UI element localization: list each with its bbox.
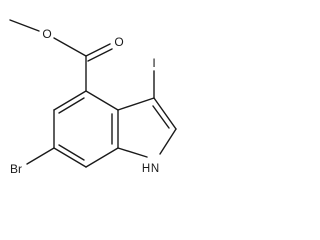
ring-bond-c5-c4-inner xyxy=(58,97,85,114)
bond-lines xyxy=(9,19,177,168)
ester-oxygen-carbon-bond xyxy=(53,37,87,57)
carbonyl-double-bond-outer xyxy=(85,43,111,57)
pyrrole-bond-c2-n1 xyxy=(159,128,177,155)
methyl-bond xyxy=(9,19,40,32)
carbon-bromine-bond xyxy=(26,147,55,165)
ring-bond-c7-c6-inner xyxy=(58,144,85,161)
ring-bond-c4-c3a xyxy=(85,90,119,111)
ring-bond-c7a-c7 xyxy=(85,147,119,168)
molecule-diagram: O O I Br H N xyxy=(9,19,177,176)
carbonyl-oxygen-label: O xyxy=(114,35,123,49)
ring-bond-c7-c6 xyxy=(53,147,87,168)
ring-nitrogen-hydrogen-label: H xyxy=(142,163,150,175)
ring-nitrogen-label: N xyxy=(151,163,159,175)
pyrrole-bond-c3-c2 xyxy=(153,97,177,130)
ring-bond-c5-c4 xyxy=(53,90,87,111)
carbonyl-double-bond-inner xyxy=(87,48,113,62)
methoxy-oxygen-label: O xyxy=(42,27,51,41)
bromine-label: Br xyxy=(10,162,22,176)
iodine-label: I xyxy=(152,56,155,70)
atom-labels: O O I Br H N xyxy=(10,27,159,176)
pyrrole-bond-c3a-c3 xyxy=(117,97,155,111)
pyrrole-bond-n1-c7a xyxy=(117,147,148,158)
pyrrole-bond-c3-c2-inner xyxy=(152,105,170,129)
